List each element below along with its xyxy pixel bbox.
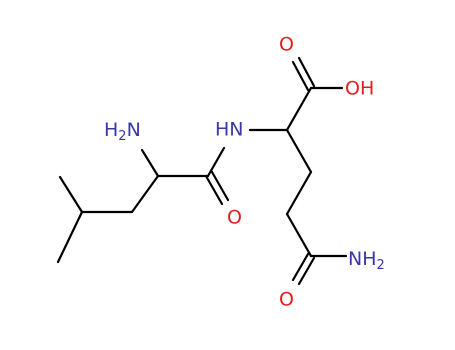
bond-methyl-upper (58, 175, 84, 214)
bond-acid-co-b (297, 56, 316, 88)
bond-calpha2-cb (285, 128, 313, 174)
bond-methyl-lower (56, 210, 84, 264)
bond-calpha-nh2 (140, 148, 160, 178)
atom-side-nh2: NH2 (348, 248, 385, 273)
bond-ch2-calpha (130, 174, 160, 214)
atom-label-group: H2N HN O O OH O NH2 (104, 34, 385, 311)
bond-group (56, 56, 348, 286)
bond-side-co-b (297, 256, 316, 286)
bond-calpha2-cooh (285, 86, 313, 132)
atom-acid-o: O (279, 34, 294, 56)
atom-acid-oh: OH (345, 78, 374, 100)
bond-amide-co-b (210, 170, 230, 202)
atom-amide-nh: HN (215, 119, 244, 141)
bond-side-co-a (291, 252, 310, 282)
atom-amide-o: O (227, 207, 242, 229)
bond-amide-co-a (204, 174, 224, 206)
atom-amine-n: H2N (104, 119, 141, 144)
bond-cg-cd (285, 212, 313, 258)
atom-side-o: O (279, 289, 294, 311)
bond-cb-cg (285, 170, 313, 216)
bond-acid-co-a (291, 60, 310, 92)
bond-carbonyl-nh (206, 146, 226, 178)
